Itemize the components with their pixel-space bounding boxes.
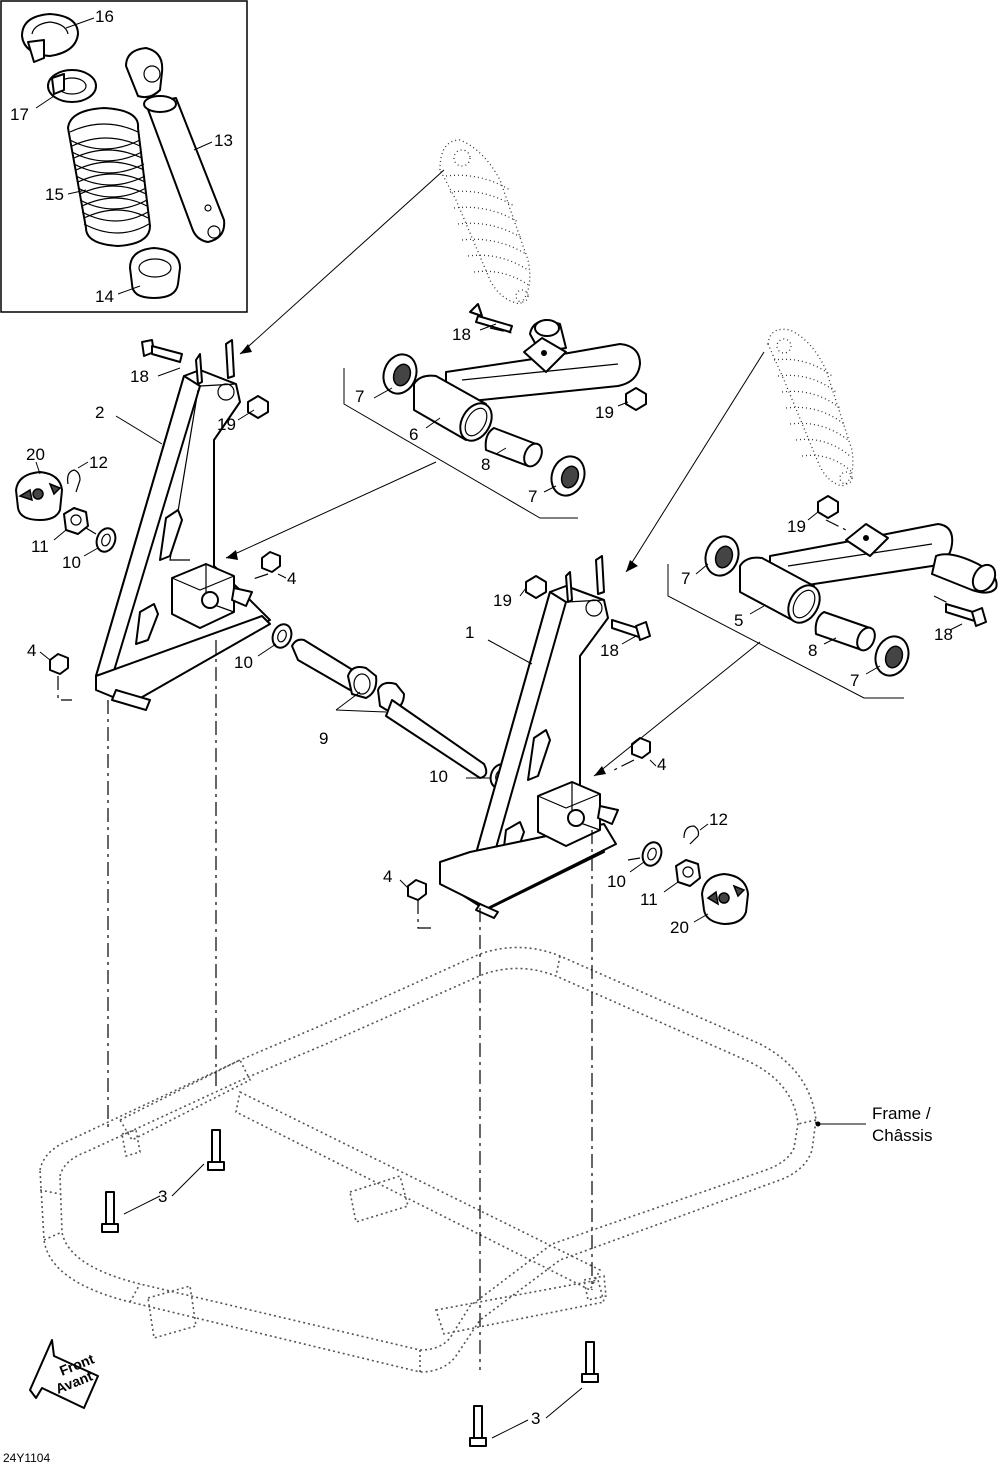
washer-part-10-axle-left[interactable] <box>269 622 294 651</box>
bearing-part-7-upper[interactable] <box>378 350 422 399</box>
frame-label-line-2: Châssis <box>872 1126 932 1145</box>
callout-4-pillar-right-b: 4 <box>383 867 392 886</box>
bearing-part-7-lower[interactable] <box>546 452 590 501</box>
front-direction-arrow: Front Avant <box>29 1339 99 1409</box>
callout-7-arm-right-lower: 7 <box>850 671 859 690</box>
nut-part-19-arm-left[interactable] <box>625 387 647 411</box>
bolt-part-18-pillar-right[interactable] <box>611 619 651 641</box>
callout-2: 2 <box>95 403 104 422</box>
nut-part-4-pillar-left-b[interactable] <box>49 653 69 675</box>
callout-1: 1 <box>465 623 474 642</box>
spring-stopper-part-16[interactable] <box>21 13 79 63</box>
callout-11-right: 11 <box>640 890 658 909</box>
callout-4-pillar-right-a: 4 <box>657 755 666 774</box>
mount-block-left[interactable] <box>171 563 253 629</box>
callout-8-right: 8 <box>808 641 817 660</box>
frame-label-line-1: Frame / <box>872 1104 931 1123</box>
washer-part-10-right[interactable] <box>639 840 664 869</box>
spring-part-15[interactable] <box>67 107 151 247</box>
adjuster-nut-part-14[interactable] <box>129 247 181 299</box>
callout-10-axle-right: 10 <box>429 767 448 786</box>
callout-19-pillar-right: 19 <box>493 591 512 610</box>
nut-part-4-pillar-right-a[interactable] <box>631 737 651 759</box>
bearing-part-7-right-lower[interactable] <box>870 632 914 681</box>
callout-20-right: 20 <box>670 918 689 937</box>
shock-body-part-13[interactable] <box>125 47 226 243</box>
callout-13: 13 <box>214 131 233 150</box>
cotter-pin-part-12-left[interactable] <box>67 469 81 493</box>
pillar-part-2[interactable] <box>95 339 271 711</box>
shock-absorber-left[interactable] <box>439 139 531 305</box>
callout-18-arm-left: 18 <box>452 325 471 344</box>
bolt-part-3-b[interactable] <box>207 1129 225 1171</box>
callout-10-left: 10 <box>62 553 81 572</box>
bolt-part-3-c[interactable] <box>581 1341 599 1383</box>
swing-arm-left[interactable] <box>445 319 641 403</box>
shock-detail-inset: 16 17 13 15 14 <box>0 0 248 313</box>
assembly-arrows <box>225 169 765 777</box>
callout-18-pillar-left: 18 <box>130 367 149 386</box>
callout-3-left: 3 <box>158 1187 167 1206</box>
sleeve-part-5[interactable] <box>739 556 826 629</box>
sleeve-part-8-right[interactable] <box>814 611 879 653</box>
washer-part-10-left[interactable] <box>93 526 118 555</box>
callout-18-pillar-right: 18 <box>600 641 619 660</box>
bolt-part-3-d[interactable] <box>469 1405 487 1447</box>
callout-11-left: 11 <box>31 537 49 556</box>
callout-12-right: 12 <box>709 810 728 829</box>
callout-12-left: 12 <box>89 453 108 472</box>
diagram-reference-id: 24Y1104 <box>3 1451 50 1465</box>
callout-4-pillar-left-b: 4 <box>27 641 36 660</box>
bolt-part-18-arm-right[interactable] <box>945 603 987 627</box>
callout-19-arm-right: 19 <box>787 517 806 536</box>
callout-8-left: 8 <box>481 455 490 474</box>
axle-part-9[interactable] <box>291 638 488 779</box>
callout-17: 17 <box>10 105 29 124</box>
nut-part-4-pillar-left-a[interactable] <box>261 551 281 573</box>
callout-5: 5 <box>734 611 743 630</box>
nut-part-19-pillar-left[interactable] <box>247 395 269 419</box>
castle-nut-part-11-right[interactable] <box>675 859 701 887</box>
hub-cap-part-20-right[interactable] <box>701 873 749 925</box>
hub-cap-part-20-left[interactable] <box>15 471 63 521</box>
cotter-pin-part-12-right[interactable] <box>683 825 700 845</box>
callout-18-arm-right: 18 <box>934 625 953 644</box>
alignment-lines <box>57 327 951 1370</box>
callout-3-right: 3 <box>531 1409 540 1428</box>
castle-nut-part-11-left[interactable] <box>63 507 89 535</box>
callout-7-arm-left-upper: 7 <box>355 387 364 406</box>
frame-chassis[interactable] <box>39 946 817 1373</box>
swing-arm-right[interactable] <box>769 523 1000 595</box>
callout-7-arm-left-lower: 7 <box>528 487 537 506</box>
callout-10-right: 10 <box>607 872 626 891</box>
callout-10-axle-left: 10 <box>234 653 253 672</box>
spacer-part-17[interactable] <box>47 69 97 103</box>
callout-16: 16 <box>95 7 114 26</box>
bolt-part-3-a[interactable] <box>101 1191 119 1233</box>
callout-4-pillar-left-a: 4 <box>287 569 296 588</box>
bolt-part-18-pillar-left[interactable] <box>141 339 183 363</box>
nut-part-4-pillar-right-b[interactable] <box>407 879 427 901</box>
callout-6: 6 <box>409 425 418 444</box>
sleeve-part-8-left[interactable] <box>484 427 546 469</box>
sleeve-part-6[interactable] <box>413 374 498 447</box>
bearing-part-7-right-upper[interactable] <box>700 532 744 581</box>
callouts-main: 18 2 19 18 7 19 6 8 7 20 12 11 10 4 4 10… <box>26 323 963 1439</box>
callout-14: 14 <box>95 287 114 306</box>
callout-19-arm-left: 19 <box>595 403 614 422</box>
nut-part-19-arm-right[interactable] <box>817 495 839 519</box>
callout-19-pillar-left: 19 <box>217 415 236 434</box>
mount-block-right[interactable] <box>537 781 619 847</box>
shock-absorber-right[interactable] <box>767 328 854 487</box>
callout-7-arm-right-upper: 7 <box>681 569 690 588</box>
callout-9: 9 <box>319 729 328 748</box>
pillar-part-1[interactable] <box>439 555 617 919</box>
nut-part-19-pillar-right[interactable] <box>525 575 547 599</box>
callout-20-left: 20 <box>26 445 45 464</box>
callout-15: 15 <box>45 185 64 204</box>
